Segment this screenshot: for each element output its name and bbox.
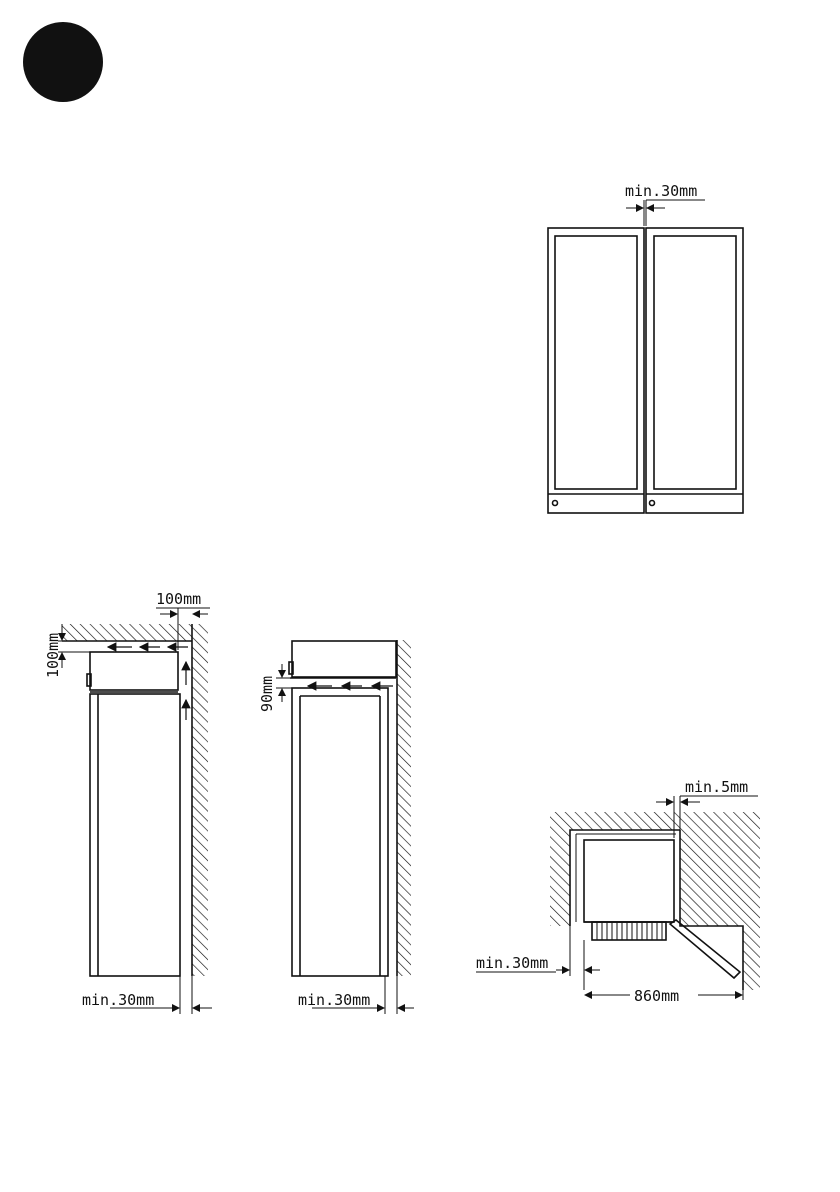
left-bottom-gap-label: min.30mm bbox=[82, 991, 154, 1009]
section-badge bbox=[23, 22, 103, 102]
side-by-side-cabinets bbox=[548, 200, 743, 513]
corner-width-label: 860mm bbox=[634, 987, 679, 1005]
left-top-clear-label: 100mm bbox=[156, 590, 201, 608]
mid-bottom-gap-label: min.30mm bbox=[298, 991, 370, 1009]
corner-gap-label: min.5mm bbox=[685, 778, 748, 796]
side-view-front-vent bbox=[276, 640, 414, 1014]
side-view-top-vent bbox=[58, 608, 212, 1014]
cabinet-right bbox=[646, 228, 743, 513]
left-side-clear-label: 100mm bbox=[44, 633, 62, 678]
cabinet-left bbox=[548, 228, 644, 513]
top-gap-label: min.30mm bbox=[625, 182, 697, 200]
corner-side-gap-label: min.30mm bbox=[476, 954, 548, 972]
mid-vent-height-label: 90mm bbox=[258, 676, 276, 712]
